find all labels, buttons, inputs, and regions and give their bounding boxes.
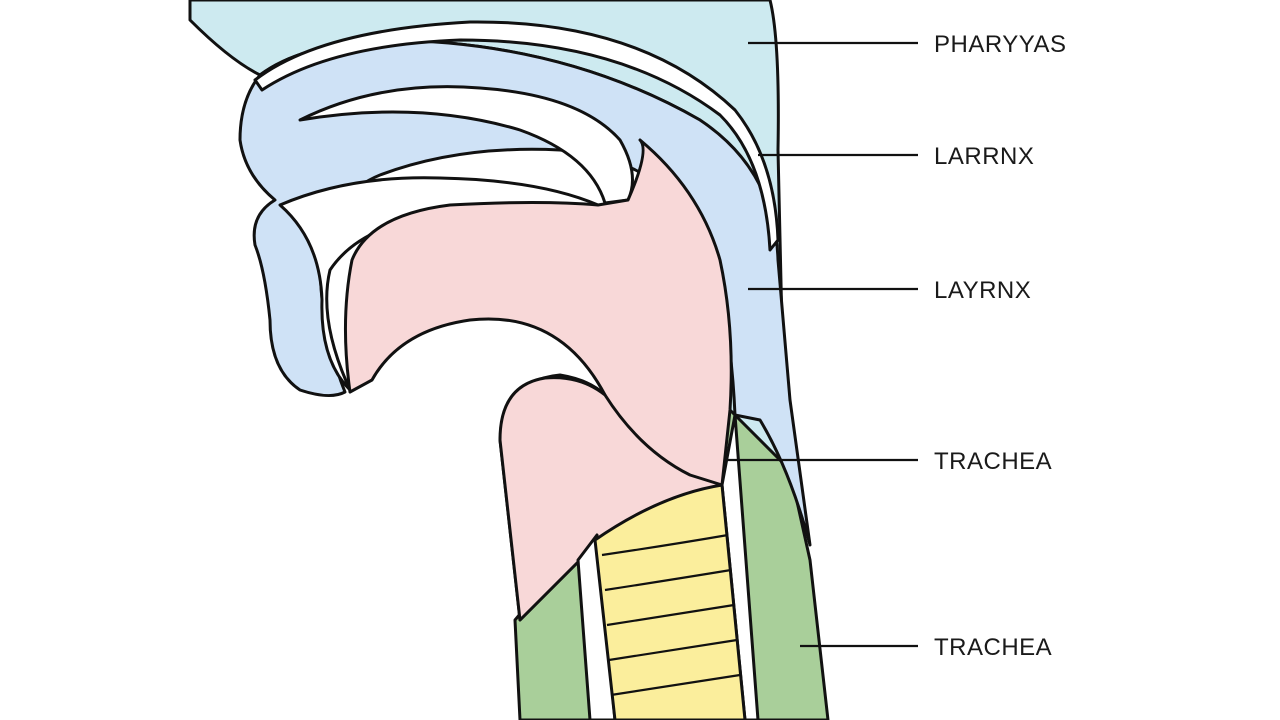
label-trachea-1: TRACHEA [934,448,1052,475]
epiglottis [498,376,724,622]
trachea-region [593,483,747,720]
trachea-ring [604,568,732,592]
trachea-ring [601,533,729,557]
fold-upper [298,85,634,205]
pharynx-wall-band [253,20,780,252]
trachea-ring [608,638,738,662]
label-layrnx: LAYRNX [934,277,1031,304]
tracheal-front-strip [576,533,617,720]
trachea-rings [601,533,741,697]
trachea-ring [606,603,735,627]
label-pharyyas: PHARYYAS [934,31,1067,58]
trachea-ring [610,673,741,697]
label-trachea-2: TRACHEA [934,634,1052,661]
label-larrnx: LARRNX [934,143,1034,170]
